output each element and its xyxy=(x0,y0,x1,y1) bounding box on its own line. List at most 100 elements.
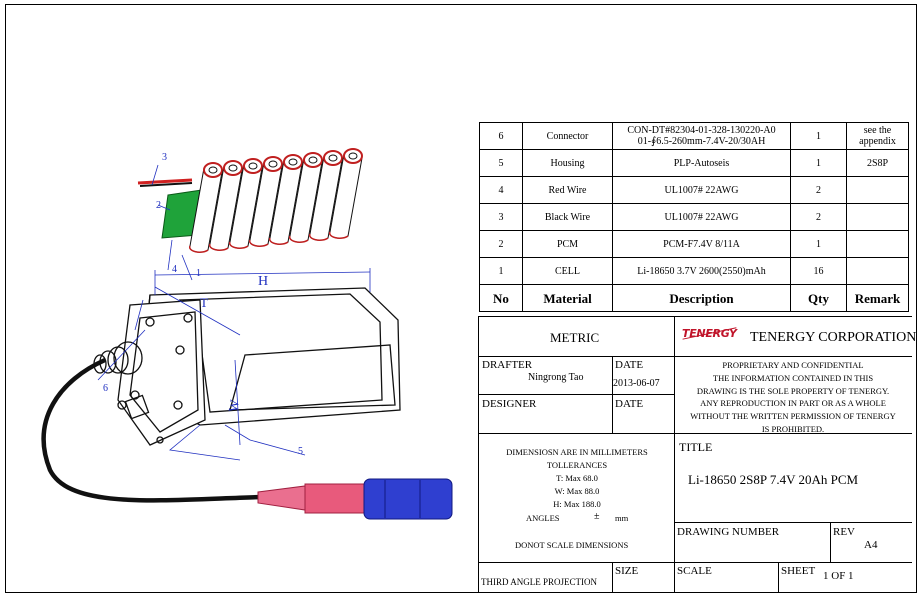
bom-material: Housing xyxy=(522,149,613,177)
size-label: SIZE xyxy=(615,565,639,577)
bom-material: CELL xyxy=(522,257,613,285)
bom-no: 4 xyxy=(479,176,523,204)
cell-pack xyxy=(188,148,363,253)
bom-no: 2 xyxy=(479,230,523,258)
bom-description: Li-18650 3.7V 2600(2550)mAh xyxy=(612,257,791,285)
dimension-h: H xyxy=(258,274,269,289)
bom-qty: 1 xyxy=(790,230,847,258)
bom-qty: 2 xyxy=(790,176,847,204)
proprietary-line: DRAWING IS THE SOLE PROPERTY OF TENERGY. xyxy=(696,385,890,396)
bom-header-remark: Remark xyxy=(846,284,909,312)
bom-material: Connector xyxy=(522,122,613,150)
dimensions-line: H: Max 188.0 xyxy=(553,499,601,509)
bom-qty: 1 xyxy=(790,149,847,177)
proprietary-line: WITHOUT THE WRITTEN PERMISSION OF TENERG… xyxy=(690,411,896,422)
dimensions-line: TOLLERANCES xyxy=(546,460,608,470)
callout-2: 2 xyxy=(156,200,161,211)
bom-remark xyxy=(846,257,909,285)
bom-remark: 2S8P xyxy=(846,149,909,177)
callout-5: 5 xyxy=(298,446,303,457)
bom-qty: 16 xyxy=(790,257,847,285)
drawing-title: Li-18650 2S8P 7.4V 20Ah PCM xyxy=(688,472,859,487)
battery-cell xyxy=(228,158,263,249)
date-value: 2013-06-07 xyxy=(613,378,660,389)
battery-cell xyxy=(188,162,223,253)
bom-remark xyxy=(846,230,909,258)
bom-remark xyxy=(846,176,909,204)
proprietary-line: ANY REPRODUCTION IN PART OR AS A WHOLE xyxy=(700,398,886,409)
proprietary-notice: PROPRIETARY AND CONFIDENTIAL THE INFORMAT… xyxy=(676,359,910,436)
bom-description: PLP-Autoseis xyxy=(612,149,791,177)
bom-header-material: Material xyxy=(522,284,613,312)
designer-date-label: DATE xyxy=(615,398,644,410)
bom-no: 5 xyxy=(479,149,523,177)
angles-symbol: ± xyxy=(594,511,600,522)
dimensions-line: W: Max 88.0 xyxy=(554,486,600,496)
drawing-sheet xyxy=(5,4,917,593)
callout-1: 1 xyxy=(196,268,201,279)
bom-header-qty: Qty xyxy=(790,284,847,312)
battery-assembly-drawing xyxy=(41,148,453,520)
tenergy-logo: TENERGY xyxy=(682,327,737,340)
date-label: DATE xyxy=(615,359,644,371)
bom-header-description: Description xyxy=(612,284,791,312)
bom-no: 3 xyxy=(479,203,523,231)
dimension-w: W xyxy=(225,398,243,414)
dimensions-line: T: Max 68.0 xyxy=(556,473,598,483)
black-wire xyxy=(139,182,193,187)
drafter-label: DRAFTER xyxy=(482,359,533,371)
drawing-number-label: DRAWING NUMBER xyxy=(677,526,780,538)
dimensions-line: DIMENSIOSN ARE IN MILLIMETERS xyxy=(506,447,648,457)
bom-description: UL1007# 22AWG xyxy=(612,203,791,231)
dimensions-notice: DIMENSIOSN ARE IN MILLIMETERS TOLLERANCES… xyxy=(480,446,674,511)
battery-cell xyxy=(208,160,243,251)
proprietary-line: IS PROHIBITED. xyxy=(761,423,825,434)
output-plug xyxy=(257,478,453,520)
bom-qty: 1 xyxy=(790,122,847,150)
battery-cell xyxy=(288,152,323,243)
sheet-value: 1 OF 1 xyxy=(823,570,854,582)
bom-material: PCM xyxy=(522,230,613,258)
bom-description: PCM-F7.4V 8/11A xyxy=(612,230,791,258)
angles-label: ANGLES xyxy=(526,513,560,523)
rev-label: REV xyxy=(833,526,855,538)
angles-unit: mm xyxy=(615,513,629,523)
red-wire xyxy=(137,178,193,185)
housing xyxy=(93,287,401,446)
bom-material: Red Wire xyxy=(522,176,613,204)
scale-label: SCALE xyxy=(677,565,712,577)
proprietary-line: PROPRIETARY AND CONFIDENTIAL xyxy=(722,360,864,370)
designer-label: DESIGNER xyxy=(482,398,537,410)
rev-value: A4 xyxy=(864,539,878,551)
battery-cell xyxy=(308,150,343,241)
battery-cell xyxy=(328,148,363,239)
battery-cell xyxy=(248,156,283,247)
dimension-lines xyxy=(97,268,371,461)
proprietary-line: THE INFORMATION CONTAINED IN THIS xyxy=(712,372,874,383)
bom-no: 6 xyxy=(479,122,523,150)
battery-cell xyxy=(268,154,303,245)
bom-no: 1 xyxy=(479,257,523,285)
drafter-name: Ningrong Tao xyxy=(528,372,584,383)
output-cable xyxy=(41,357,263,503)
metric-label: METRIC xyxy=(550,330,600,345)
bom-description: UL1007# 22AWG xyxy=(612,176,791,204)
bom-material: Black Wire xyxy=(522,203,613,231)
bom-remark xyxy=(846,203,909,231)
sheet-label: SHEET xyxy=(781,565,816,577)
title-label: TITLE xyxy=(679,440,713,454)
bom-qty: 2 xyxy=(790,203,847,231)
projection-label: THIRD ANGLE PROJECTION xyxy=(481,577,597,587)
do-not-scale-note: DONOT SCALE DIMENSIONS xyxy=(515,540,629,550)
dimension-t: T xyxy=(200,295,208,310)
callout-4: 4 xyxy=(172,264,177,275)
